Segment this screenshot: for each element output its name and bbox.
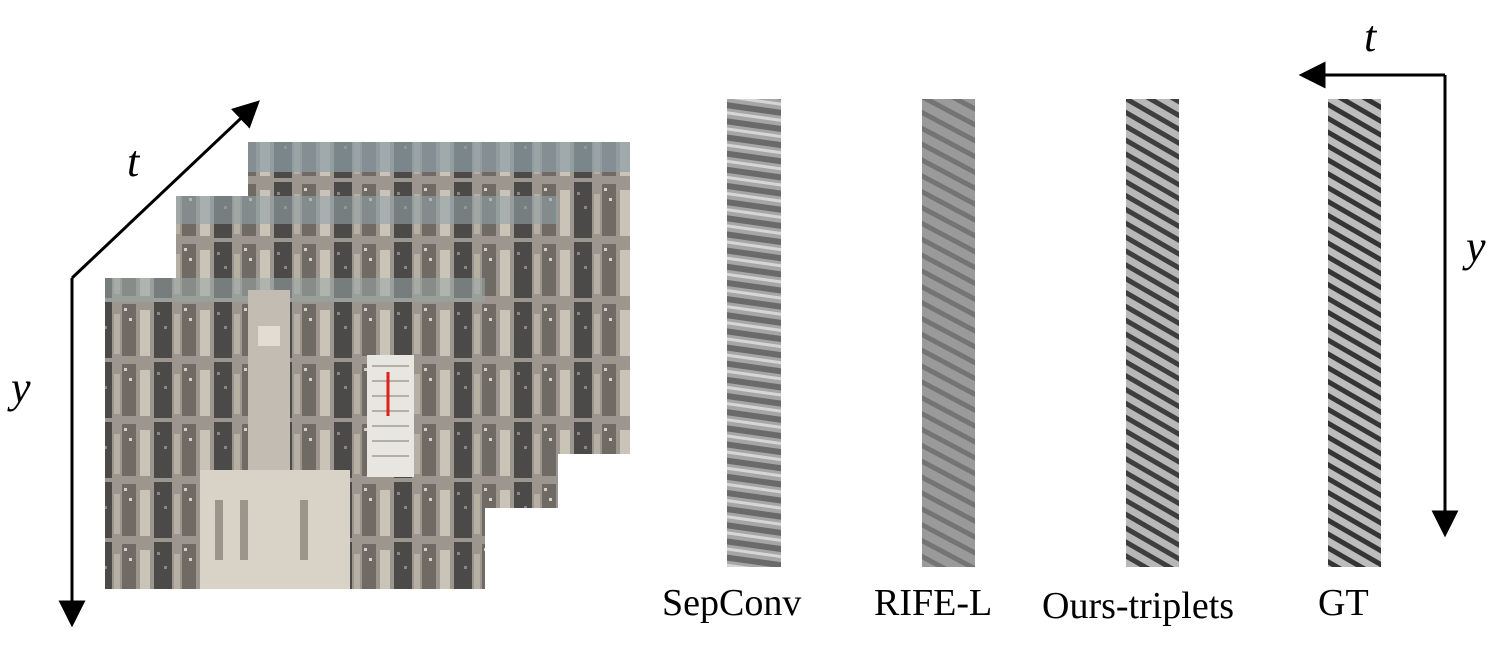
y-label-left: y [11,363,31,412]
label-gt: GT [1318,582,1369,624]
patch-gt [1328,99,1381,567]
label-sepconv: SepConv [662,582,802,624]
label-rife-l: RIFE-L [874,582,993,624]
patch-sepconv [727,99,781,567]
label-ours-triplets: Ours-triplets [1042,585,1235,627]
t-axis-arrow-left [70,100,260,280]
y-label-right: y [1466,222,1486,271]
t-label-left: t [127,137,140,186]
t-label-right: t [1364,12,1377,61]
patch-ours-triplets [1126,99,1179,567]
frame-front [105,278,485,589]
patch-rife-l [922,99,975,567]
